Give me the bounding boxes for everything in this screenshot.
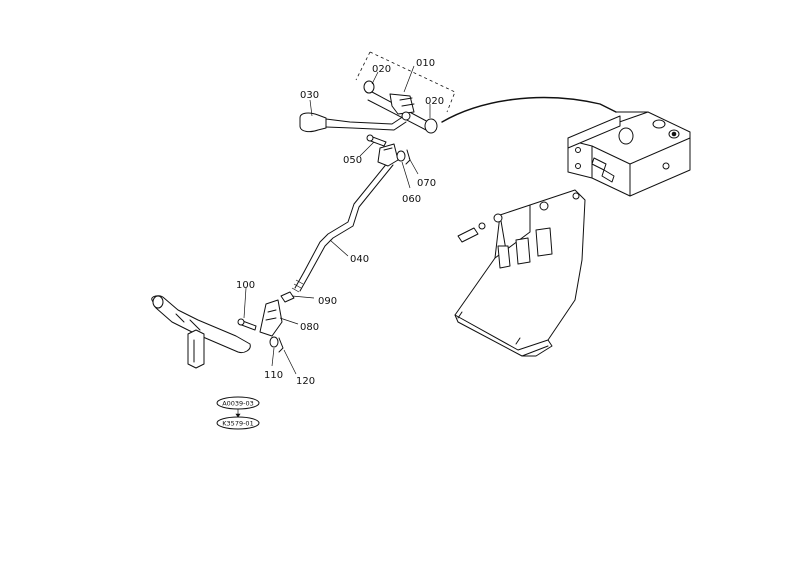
callout-120: 120 — [296, 376, 315, 387]
bracket-bolt — [457, 222, 486, 243]
part-010-pivot — [363, 80, 438, 134]
callout-080: 080 — [300, 322, 319, 333]
control-cable — [441, 96, 617, 123]
code-oval-bottom — [216, 416, 260, 430]
callout-090: 090 — [318, 296, 337, 307]
callout-020-left: 020 — [372, 64, 391, 75]
callout-060: 060 — [402, 194, 421, 205]
callout-040: 040 — [350, 254, 369, 265]
housing-box — [567, 111, 691, 197]
part-080-yoke — [259, 299, 283, 337]
code-top: A0039-03 — [222, 400, 254, 408]
reference-codes: A0039-03 K3579-01 — [216, 396, 260, 430]
part-100-110-120 — [237, 318, 284, 353]
code-bottom: K3579-01 — [222, 420, 253, 428]
part-090-nut — [280, 291, 295, 303]
part-030-knob-lever — [299, 112, 407, 133]
callout-020-right: 020 — [425, 96, 444, 107]
callout-110: 110 — [264, 370, 283, 381]
callout-010: 010 — [416, 58, 435, 69]
callout-030: 030 — [300, 90, 319, 101]
callout-labels: 010 020 020 030 040 050 060 070 080 090 … — [236, 58, 444, 387]
lever-group-outline — [355, 51, 456, 113]
callout-050: 050 — [343, 155, 362, 166]
lower-shaft — [151, 295, 251, 369]
part-upper-yoke — [366, 134, 411, 167]
callout-100: 100 — [236, 280, 255, 291]
leader-lines — [243, 65, 431, 375]
mounting-bracket — [454, 189, 586, 357]
callout-070: 070 — [417, 178, 436, 189]
part-040-rod — [291, 161, 394, 293]
